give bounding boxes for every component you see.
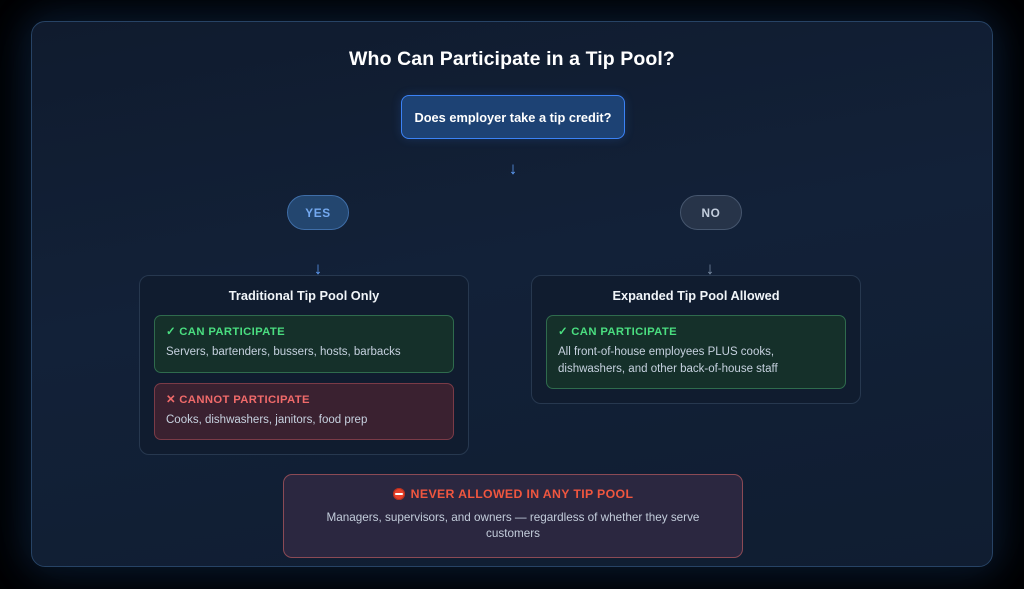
never-allowed-banner: NEVER ALLOWED IN ANY TIP POOL Managers, … <box>283 474 743 558</box>
branch-badge-no-label: NO <box>701 205 721 220</box>
panel-expanded-tip-pool: Expanded Tip Pool Allowed ✓ CAN PARTICIP… <box>531 275 861 405</box>
result-box-cannot-participate-traditional: ✕ CANNOT PARTICIPATE Cooks, dishwashers,… <box>154 382 454 441</box>
result-body-cannot-participate: Cooks, dishwashers, janitors, food prep <box>166 413 368 426</box>
panel-title-expanded: Expanded Tip Pool Allowed <box>612 288 780 303</box>
decision-question-label: Does employer take a tip credit? <box>414 109 612 125</box>
panel-traditional-tip-pool: Traditional Tip Pool Only ✓ CAN PARTICIP… <box>139 275 469 456</box>
result-body-can-participate-expanded: All front-of-house employees PLUS cooks,… <box>558 346 778 375</box>
result-head-can-participate: ✓ CAN PARTICIPATE <box>166 326 285 338</box>
never-allowed-body: Managers, supervisors, and owners — rega… <box>326 511 700 541</box>
arrow-down-icon-main: ↓ <box>508 159 518 178</box>
arrow-down-icon-yes: ↓ <box>313 259 323 278</box>
branch-badge-no[interactable]: NO <box>680 195 742 230</box>
panel-title-traditional: Traditional Tip Pool Only <box>228 288 380 303</box>
result-box-can-participate-expanded: ✓ CAN PARTICIPATE All front-of-house emp… <box>546 315 846 390</box>
infographic-card: Who Can Participate in a Tip Pool? Does … <box>31 21 993 567</box>
page-title: Who Can Participate in a Tip Pool? <box>349 48 675 70</box>
never-allowed-heading: NEVER ALLOWED IN ANY TIP POOL <box>298 487 728 501</box>
result-box-can-participate-traditional: ✓ CAN PARTICIPATE Servers, bartenders, b… <box>154 315 454 373</box>
result-body-can-participate: Servers, bartenders, bussers, hosts, bar… <box>166 346 401 358</box>
arrow-down-icon-no: ↓ <box>705 259 715 278</box>
branch-badge-yes[interactable]: YES <box>287 195 349 230</box>
decision-question-box[interactable]: Does employer take a tip credit? <box>401 95 625 139</box>
no-entry-icon <box>392 488 405 500</box>
never-allowed-label: NEVER ALLOWED IN ANY TIP POOL <box>410 487 634 501</box>
result-head-cannot-participate: ✕ CANNOT PARTICIPATE <box>166 393 310 406</box>
result-head-can-participate-expanded: ✓ CAN PARTICIPATE <box>558 326 677 338</box>
branch-badge-yes-label: YES <box>305 205 331 220</box>
